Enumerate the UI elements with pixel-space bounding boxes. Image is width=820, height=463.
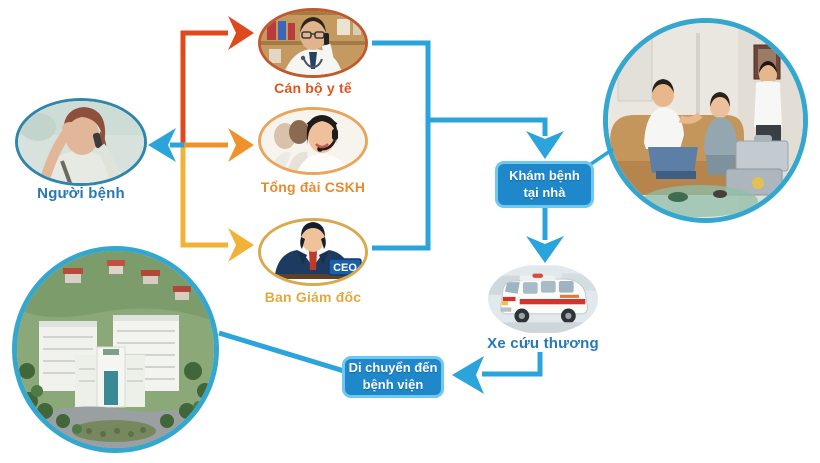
board-label: Ban Giám đốc: [264, 289, 362, 305]
home-visit-photo: [608, 23, 803, 218]
patient-photo-oval: [15, 98, 147, 186]
arrow-to-medical-staff: [228, 16, 254, 50]
board-illustration: CEO: [261, 221, 365, 283]
link-to-hospital-circle: [218, 330, 345, 374]
medical-staff-photo-oval: [258, 8, 368, 78]
arrow-to-board: [228, 228, 254, 262]
patient-label: Người bệnh: [37, 185, 125, 202]
hospital-photo: [17, 251, 214, 448]
hospital-photo-circle: [12, 246, 219, 453]
patient-photo: [18, 101, 144, 183]
arrow-to-patient: [148, 128, 176, 162]
transfer-to-hospital-box: Di chuyển đến bệnh viện: [342, 356, 444, 398]
arrow-to-transfer-box: [452, 356, 484, 394]
ambulance-photo: [488, 265, 598, 333]
medical-staff-photo: [261, 11, 365, 75]
ambulance-label: Xe cứu thương: [487, 335, 599, 352]
ambulance-photo-oval: [488, 264, 598, 334]
home-visit-box-label: Khám bệnh tại nhà: [509, 167, 580, 200]
call-center-photo-oval: [258, 107, 368, 175]
ceo-sign-text: CEO: [333, 262, 357, 274]
board-photo-oval: CEO: [258, 218, 368, 286]
arrow-to-home-visit: [526, 131, 564, 159]
medical-staff-label: Cán bộ y tế: [274, 80, 352, 96]
call-center-photo: [261, 110, 365, 172]
ceo-sign: CEO: [328, 258, 362, 276]
arrow-to-call-center: [228, 128, 254, 162]
call-center-label: Tổng đài CSKH: [260, 179, 366, 195]
transfer-box-label: Di chuyển đến bệnh viện: [348, 360, 438, 392]
arrow-to-ambulance: [526, 236, 564, 263]
home-visit-photo-circle: [603, 18, 808, 223]
home-visit-box: Khám bệnh tại nhà: [495, 161, 594, 208]
